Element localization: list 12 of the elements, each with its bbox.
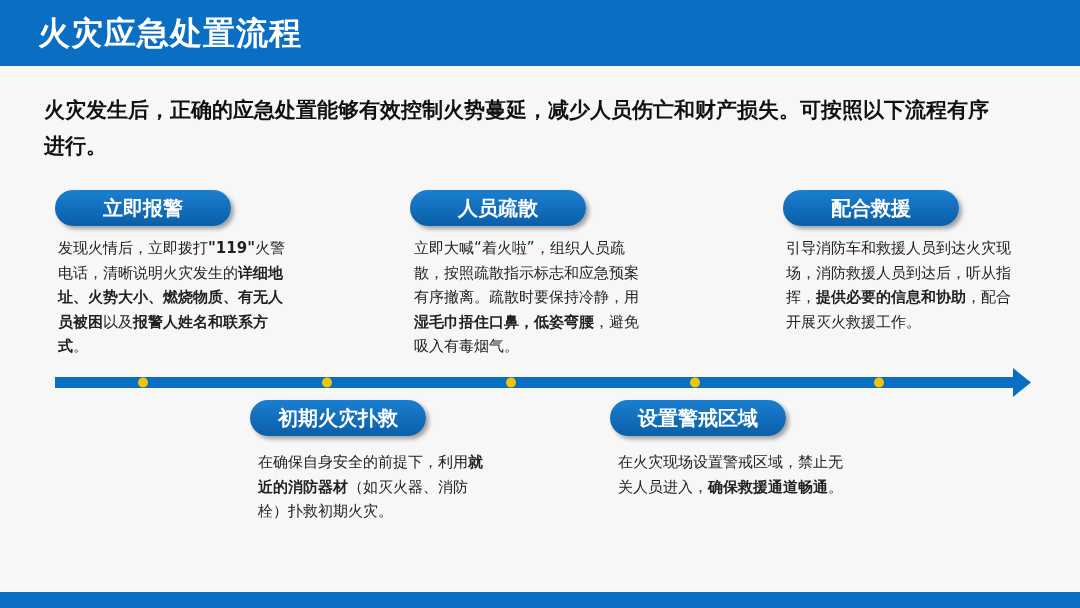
step-pill: 立即报警 [55, 190, 231, 226]
step-description: 引导消防车和救援人员到达火灾现场，消防救援人员到达后，听从指挥，提供必要的信息和协助，配合开展灭火救援工作。 [786, 238, 1012, 333]
step-description: 在火灾现场设置警戒区域，禁止无关人员进入，确保救援通道畅通。 [618, 452, 844, 498]
slide-title: 火灾应急处置流程 [38, 13, 302, 54]
step-pill: 设置警戒区域 [610, 400, 786, 436]
step-pill: 人员疏散 [410, 190, 586, 226]
step-description: 发现火情后，立即拨打"119"火警电话，清晰说明火灾发生的详细地址、火势大小、燃烧物质、有无人员被困以及报警人姓名和联系方式。 [58, 238, 286, 357]
step-description: 立即大喊“着火啦”，组织人员疏散，按照疏散指示标志和应急预案有序撤离。疏散时要保持冷静，用湿毛巾捂住口鼻，低姿弯腰，避免吸入有毒烟气。 [414, 238, 640, 357]
step-description: 在确保自身安全的前提下，利用就近的消防器材（如灭火器、消防栓）扑救初期火灾。 [258, 452, 484, 522]
step-pill: 初期火灾扑救 [250, 400, 426, 436]
intro-paragraph: 火灾发生后，正确的应急处置能够有效控制火势蔓延，减少人员伤亡和财产损失。可按照以下流程有序进行。 [44, 97, 990, 160]
step-pill: 配合救援 [783, 190, 959, 226]
